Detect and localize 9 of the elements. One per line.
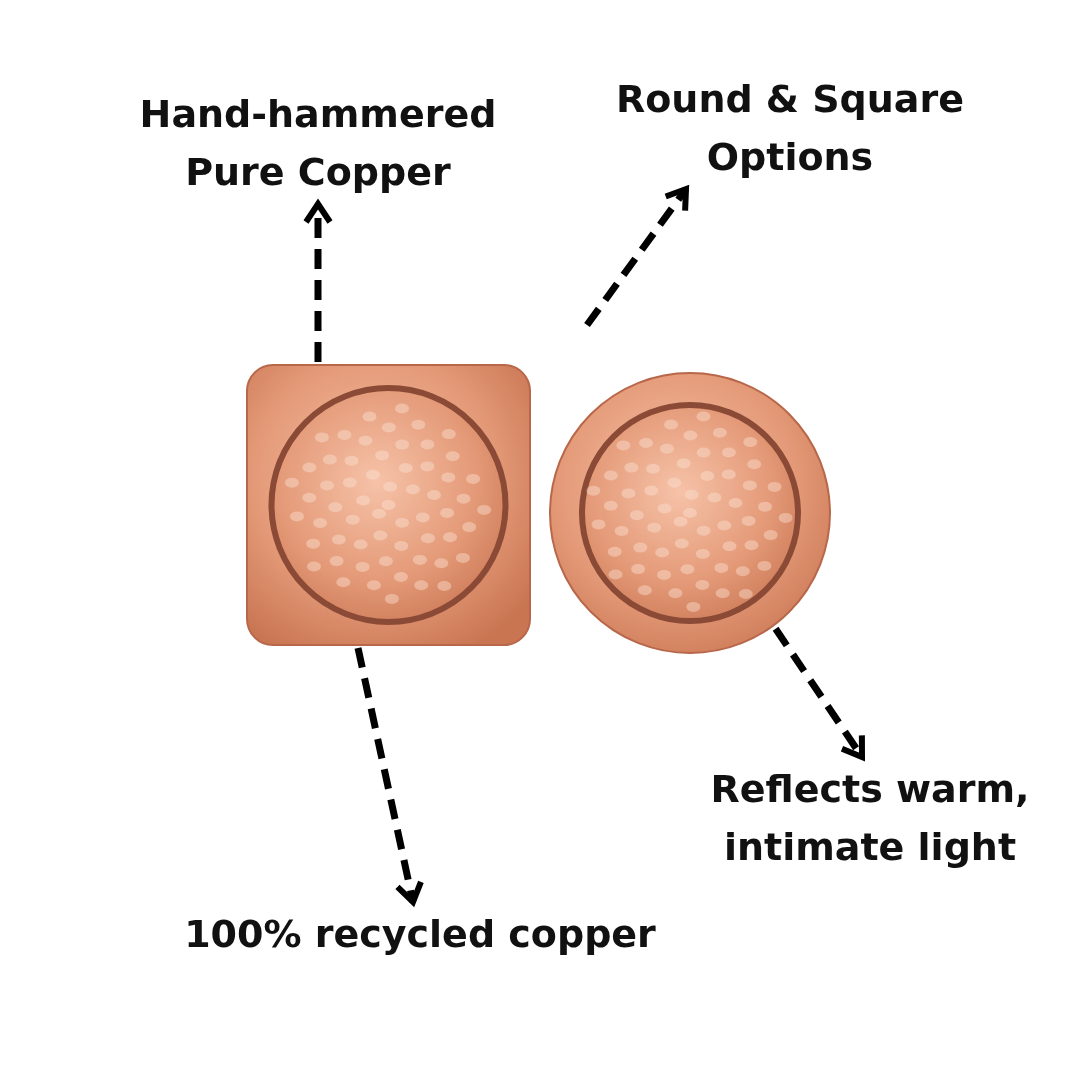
callout-text: 100% recycled copper [183,911,657,958]
dashed-arrow [772,626,865,760]
callout-text: Reflects warm, intimate light [709,766,1031,871]
square-tray-drawing [246,364,531,646]
dashed-arrow [354,647,424,905]
round-tray-drawing [549,372,831,654]
dashed-arrow [584,186,689,328]
callout-text: Round & Square Options [614,76,966,181]
callout-text: Hand-hammered Pure Copper [138,91,498,196]
